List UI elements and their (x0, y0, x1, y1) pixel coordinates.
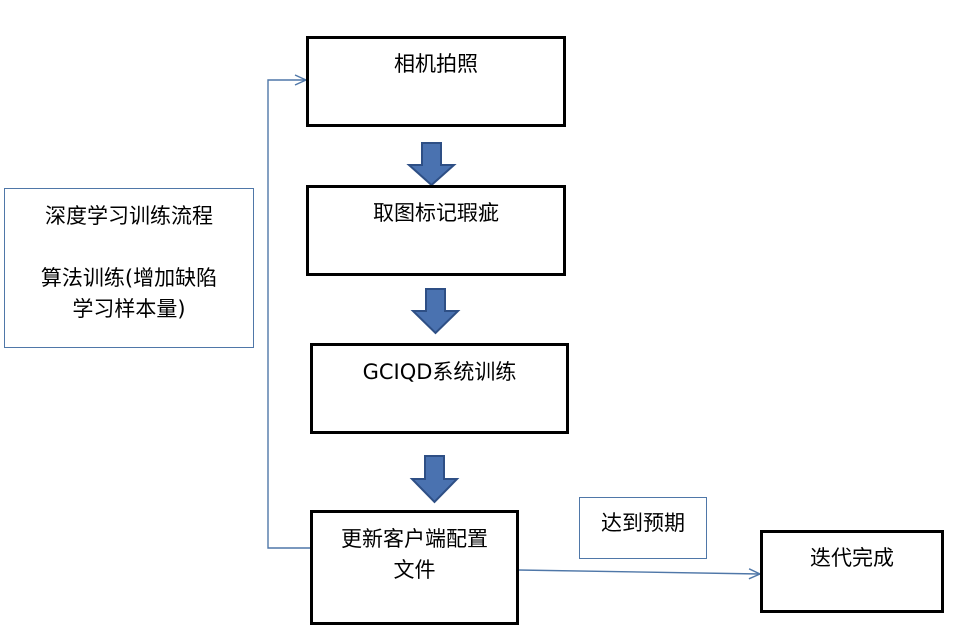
condition-label: 达到预期 (601, 511, 685, 535)
note-line-3: 学习样本量) (72, 297, 186, 321)
step-4-label-line-1: 更新客户端配置 (341, 527, 488, 551)
step-1-label: 相机拍照 (394, 52, 478, 76)
step-3-label: GCIQD系统训练 (362, 360, 517, 384)
feedback-loop-connector (267, 74, 316, 549)
down-arrow-2 (410, 288, 461, 335)
step-2-label: 取图标记瑕疵 (373, 201, 499, 225)
down-arrow-1 (406, 142, 457, 187)
step-4-label-line-2: 文件 (393, 558, 436, 582)
step-update-config: 更新客户端配置 文件 (310, 510, 519, 625)
complete-connector (517, 568, 762, 580)
note-title: 深度学习训练流程 (45, 204, 213, 228)
step-system-training: GCIQD系统训练 (310, 343, 569, 434)
deep-learning-process-note: 深度学习训练流程 算法训练(增加缺陷 学习样本量) (4, 188, 254, 348)
condition-label-box: 达到预期 (579, 497, 707, 559)
end-label: 迭代完成 (810, 546, 894, 570)
step-camera-capture: 相机拍照 (306, 36, 566, 127)
down-arrow-3 (409, 455, 460, 504)
step-mark-defects: 取图标记瑕疵 (306, 185, 566, 276)
note-line-2: 算法训练(增加缺陷 (40, 266, 218, 290)
end-iteration-complete: 迭代完成 (760, 530, 944, 613)
